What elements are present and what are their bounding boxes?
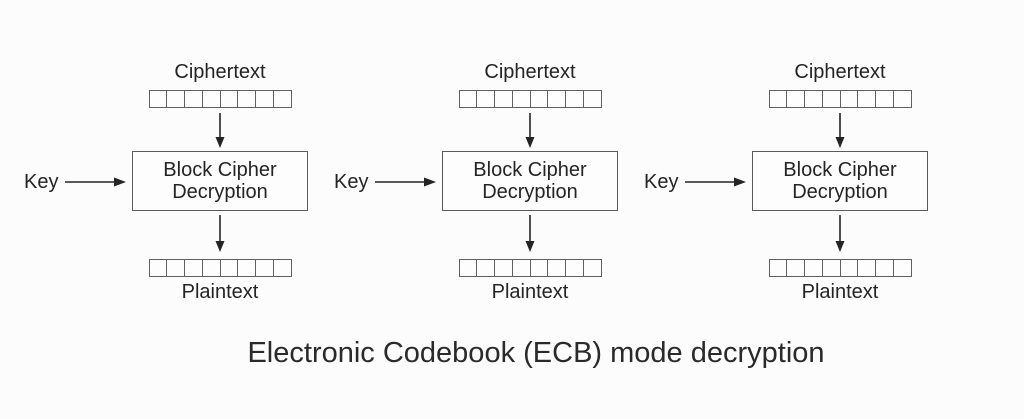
- bit-cell: [894, 260, 911, 276]
- bit-cell: [477, 260, 495, 276]
- bit-cell: [531, 91, 549, 107]
- bit-cell: [274, 91, 291, 107]
- key-label: Key: [24, 171, 59, 193]
- ciphertext-label: Ciphertext: [484, 61, 576, 83]
- bit-cell: [841, 260, 859, 276]
- bit-cell: [841, 91, 859, 107]
- bit-cell: [238, 91, 256, 107]
- arrow-right-icon: [685, 177, 747, 187]
- bit-cell: [513, 260, 531, 276]
- cipher-stack: Ciphertext Block Cipher Decryption Plain…: [752, 60, 928, 304]
- bit-cell: [274, 260, 291, 276]
- arrow-down-icon: [525, 113, 535, 148]
- bit-cell: [185, 260, 203, 276]
- bit-cell: [787, 91, 805, 107]
- ciphertext-block: [768, 90, 912, 108]
- bit-cell: [876, 91, 894, 107]
- bit-cell: [876, 260, 894, 276]
- bit-cell: [221, 91, 239, 107]
- bit-cell: [167, 260, 185, 276]
- ciphertext-label: Ciphertext: [794, 61, 886, 83]
- cipher-stack: Ciphertext Block Cipher Decryption Plain…: [442, 60, 618, 304]
- bit-cell: [823, 91, 841, 107]
- bit-cell: [256, 91, 274, 107]
- bit-cell: [566, 91, 584, 107]
- bit-cell: [548, 91, 566, 107]
- decryption-unit-1: Key Ciphertext Block Cipher Decryption: [20, 60, 330, 310]
- bit-cell: [770, 260, 788, 276]
- bit-cell: [150, 260, 168, 276]
- bit-cell: [495, 91, 513, 107]
- key-label: Key: [334, 171, 369, 193]
- plaintext-label: Plaintext: [491, 281, 569, 303]
- box-label-line1: Block Cipher: [163, 159, 277, 181]
- box-label-line2: Decryption: [482, 181, 578, 203]
- arrow-right-icon: [375, 177, 437, 187]
- arrow-down-icon: [525, 215, 535, 252]
- bit-cell: [894, 91, 911, 107]
- block-cipher-decryption-box: Block Cipher Decryption: [752, 151, 928, 211]
- plaintext-block: [148, 259, 292, 277]
- bit-cell: [203, 260, 221, 276]
- bit-cell: [477, 91, 495, 107]
- bit-cell: [460, 260, 478, 276]
- bit-cell: [787, 260, 805, 276]
- bit-cell: [805, 91, 823, 107]
- bit-cell: [495, 260, 513, 276]
- bit-cell: [548, 260, 566, 276]
- arrow-down-icon: [215, 215, 225, 252]
- bit-cell: [256, 260, 274, 276]
- block-cipher-decryption-box: Block Cipher Decryption: [132, 151, 308, 211]
- box-label-line2: Decryption: [172, 181, 268, 203]
- box-label-line2: Decryption: [792, 181, 888, 203]
- arrow-right-icon: [65, 177, 127, 187]
- plaintext-block: [458, 259, 602, 277]
- ciphertext-label: Ciphertext: [174, 61, 266, 83]
- bit-cell: [185, 91, 203, 107]
- ciphertext-block: [458, 90, 602, 108]
- key-input-row: Key: [24, 170, 127, 194]
- bit-cell: [823, 260, 841, 276]
- decryption-unit-2: Key Ciphertext Block Cipher Decryption: [330, 60, 640, 310]
- bit-cell: [460, 91, 478, 107]
- decryption-unit-3: Key Ciphertext Block Cipher Decryption: [640, 60, 950, 310]
- plaintext-block: [768, 259, 912, 277]
- block-cipher-decryption-box: Block Cipher Decryption: [442, 151, 618, 211]
- bit-cell: [150, 91, 168, 107]
- plaintext-label: Plaintext: [181, 281, 259, 303]
- box-label-line1: Block Cipher: [783, 159, 897, 181]
- arrow-down-icon: [215, 113, 225, 148]
- diagram-caption: Electronic Codebook (ECB) mode decryptio…: [247, 337, 825, 369]
- bit-cell: [770, 91, 788, 107]
- key-input-row: Key: [644, 170, 747, 194]
- bit-cell: [584, 260, 601, 276]
- plaintext-label: Plaintext: [801, 281, 879, 303]
- bit-cell: [221, 260, 239, 276]
- key-label: Key: [644, 171, 679, 193]
- ciphertext-block: [148, 90, 292, 108]
- arrow-down-icon: [835, 215, 845, 252]
- bit-cell: [531, 260, 549, 276]
- arrow-down-icon: [835, 113, 845, 148]
- box-label-line1: Block Cipher: [473, 159, 587, 181]
- bit-cell: [238, 260, 256, 276]
- bit-cell: [167, 91, 185, 107]
- bit-cell: [513, 91, 531, 107]
- bit-cell: [584, 91, 601, 107]
- bit-cell: [858, 91, 876, 107]
- bit-cell: [203, 91, 221, 107]
- bit-cell: [805, 260, 823, 276]
- cipher-stack: Ciphertext Block Cipher Decryption Plain…: [132, 60, 308, 304]
- bit-cell: [566, 260, 584, 276]
- key-input-row: Key: [334, 170, 437, 194]
- bit-cell: [858, 260, 876, 276]
